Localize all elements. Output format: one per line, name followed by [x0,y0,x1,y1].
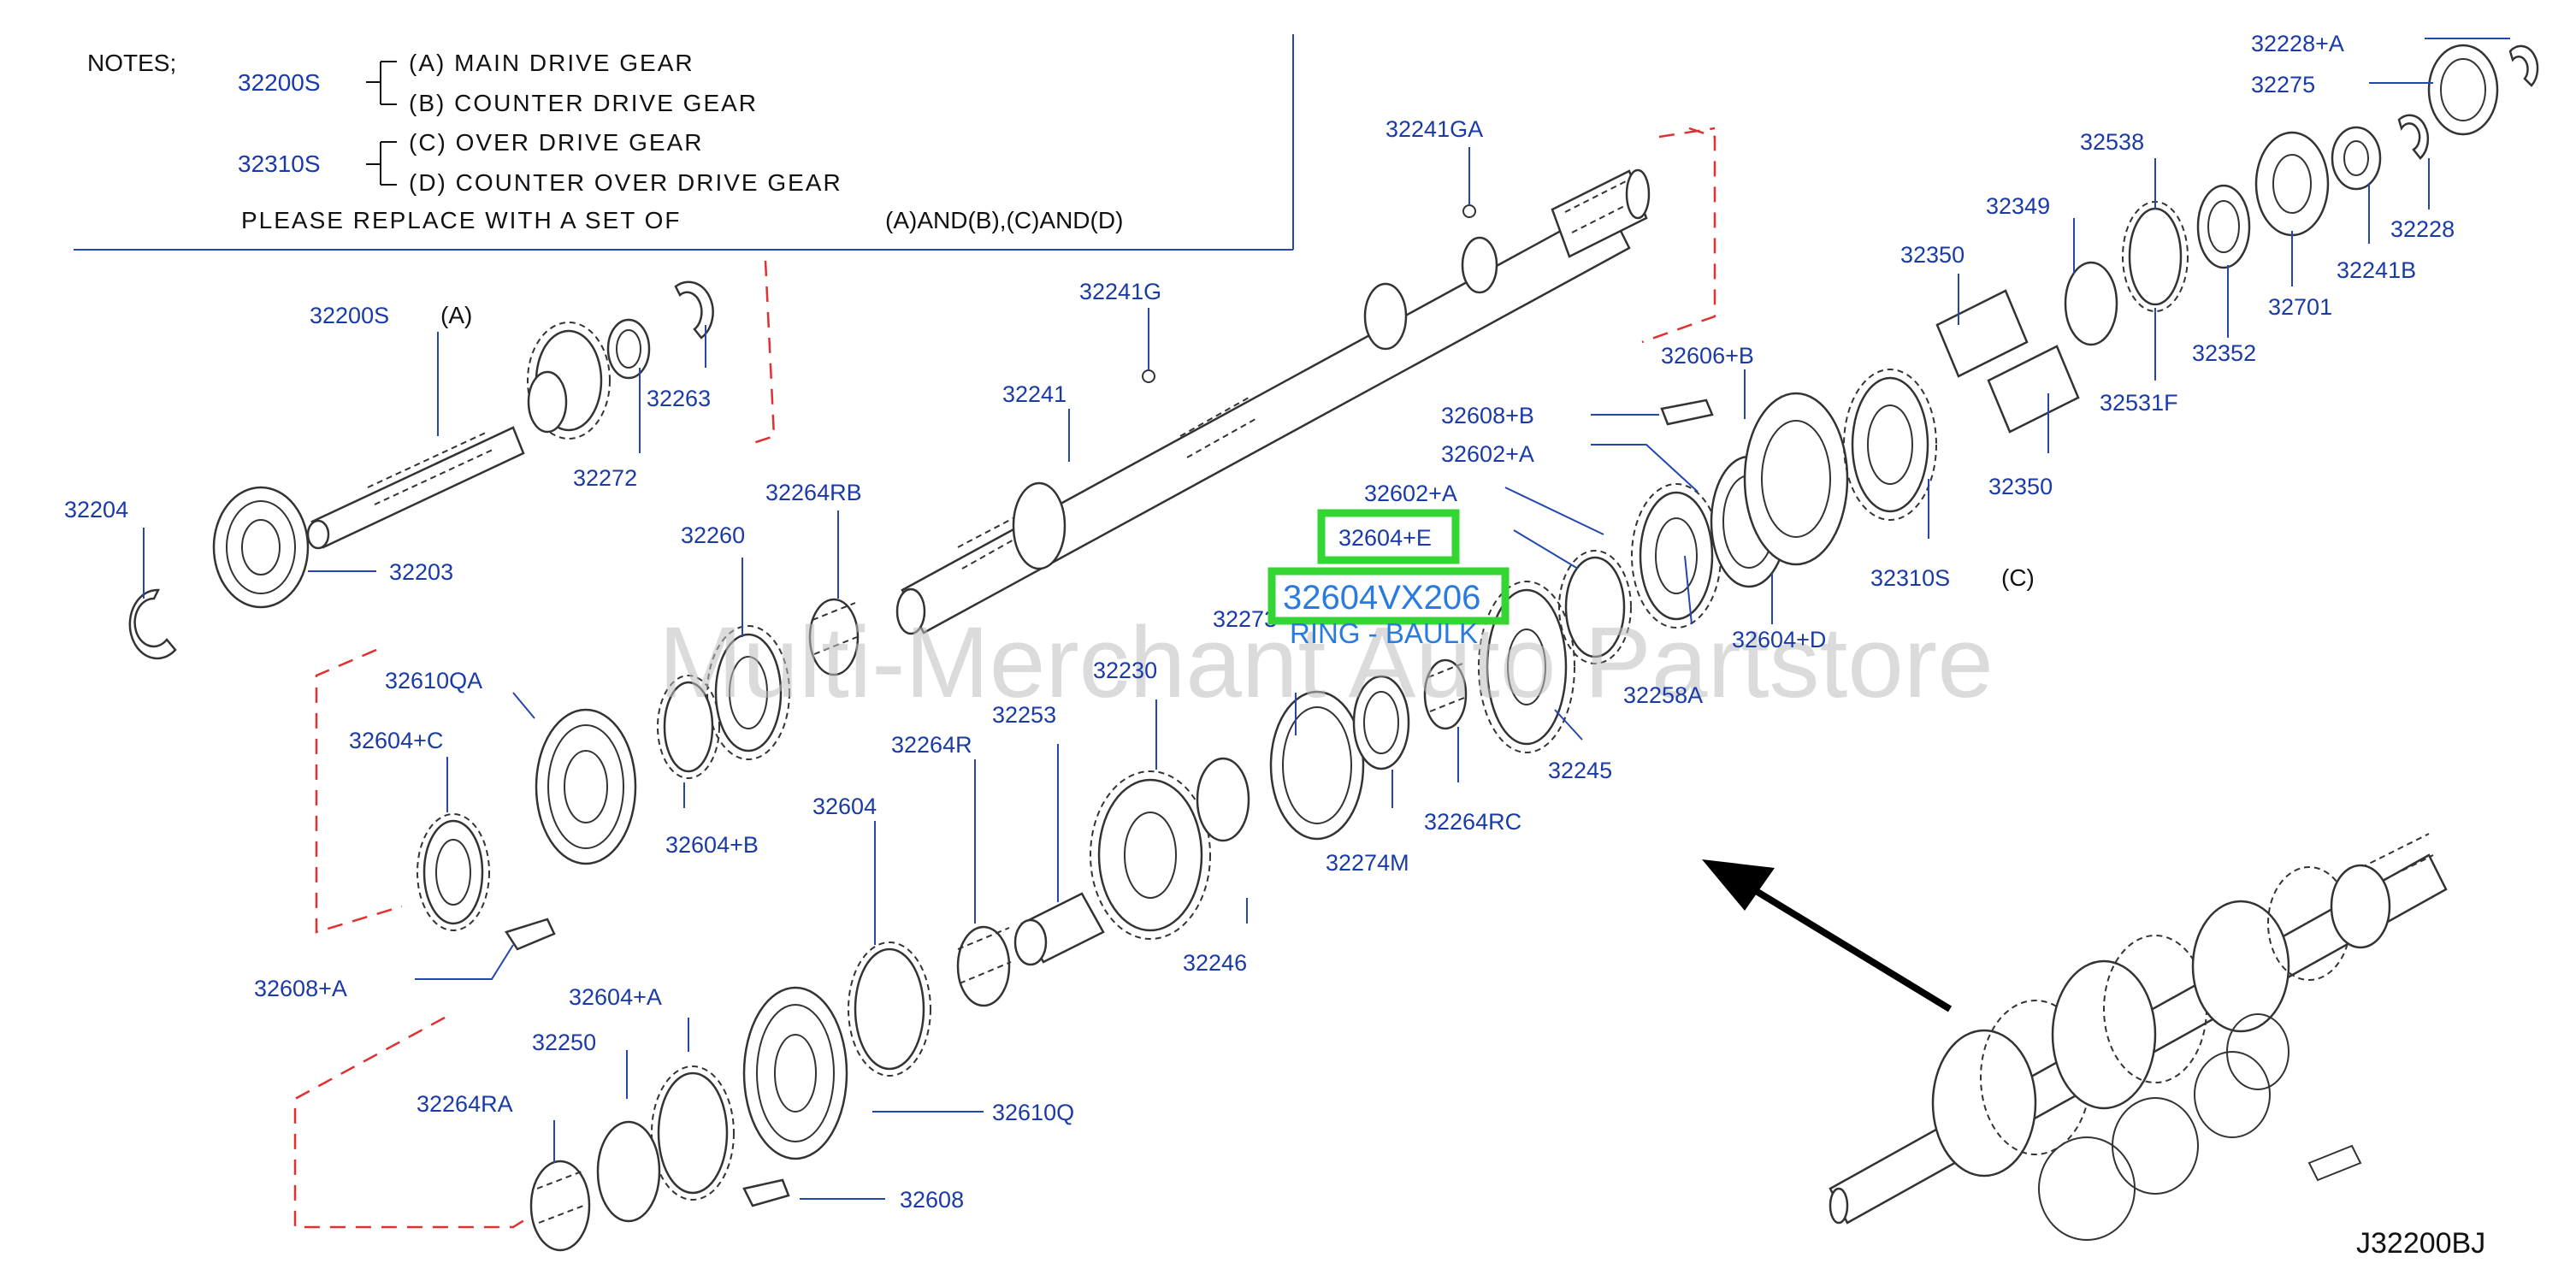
label-32602A-2[interactable]: 32602+A [1441,441,1534,467]
label-32610QA[interactable]: 32610QA [385,668,482,694]
group-outlines [293,127,1716,1229]
label-32273[interactable]: 32273 [1213,606,1277,632]
label-32606B[interactable]: 32606+B [1661,343,1754,369]
label-32228A[interactable]: 32228+A [2251,31,2344,56]
notes-set2-part: 32310S [238,151,321,177]
label-32263[interactable]: 32263 [647,386,711,411]
label-32352[interactable]: 32352 [2192,340,2256,366]
label-32253[interactable]: 32253 [992,702,1056,728]
middle-gear-train [529,581,1575,1252]
assembled-view [1702,833,2448,1241]
label-32604C[interactable]: 32604+C [349,728,443,753]
third-fourth-synchro-group [417,598,860,951]
diagram-code: J32200BJ [2356,1227,2485,1260]
notes-set2-d: (D) COUNTER OVER DRIVE GEAR [409,169,842,196]
label-32349[interactable]: 32349 [1986,193,2050,219]
notes-set2-c: (C) OVER DRIVE GEAR [409,129,703,156]
label-32246[interactable]: 32246 [1183,950,1247,976]
label-32228[interactable]: 32228 [2390,216,2455,242]
watermark: Multi-Merchant Auto Partstore [659,606,1994,719]
label-32610Q[interactable]: 32610Q [992,1100,1074,1125]
label-32608A[interactable]: 32608+A [254,976,347,1001]
label-mark-a: (A) [440,302,472,328]
label-32264RB[interactable]: 32264RB [765,480,862,505]
label-32604B[interactable]: 32604+B [665,832,759,858]
label-32204[interactable]: 32204 [64,497,128,522]
notes-set1-b: (B) COUNTER DRIVE GEAR [409,90,758,116]
label-32531F[interactable]: 32531F [2100,390,2178,416]
notes-replace: PLEASE REPLACE WITH A SET OF [241,207,682,233]
label-32350-top[interactable]: 32350 [1900,242,1964,268]
label-32604D[interactable]: 32604+D [1732,627,1826,652]
label-32245[interactable]: 32245 [1548,758,1612,783]
label-32608B[interactable]: 32608+B [1441,403,1534,428]
label-32604E[interactable]: 32604+E [1338,525,1432,551]
highlight-part-number[interactable]: 32604VX206 [1283,579,1480,617]
label-32272[interactable]: 32272 [573,465,637,491]
highlight-box-part [1267,567,1510,625]
label-32538[interactable]: 32538 [2080,129,2144,155]
label-mark-c: (C) [2001,564,2035,591]
label-32608[interactable]: 32608 [900,1187,964,1213]
notes-set1-a: (A) MAIN DRIVE GEAR [409,50,694,76]
part-labels: 32200S (A) 32263 32272 32204 32203 32260… [64,31,2455,1213]
label-32264R[interactable]: 32264R [891,732,972,758]
label-32241GA[interactable]: 32241GA [1385,116,1483,142]
notes-panel: NOTES; 32200S (A) MAIN DRIVE GEAR (B) CO… [74,34,1294,251]
label-32350-bottom[interactable]: 32350 [1988,474,2053,499]
label-32602A-1[interactable]: 32602+A [1364,481,1457,506]
label-32241G[interactable]: 32241G [1079,279,1161,304]
label-32274M[interactable]: 32274M [1326,850,1409,876]
overdrive-group [1558,44,2539,664]
label-32604A[interactable]: 32604+A [569,984,662,1010]
main-drive-gear-assembly [128,280,714,660]
label-32241[interactable]: 32241 [1002,381,1066,407]
label-32250[interactable]: 32250 [532,1030,596,1055]
label-32264RA[interactable]: 32264RA [417,1091,513,1117]
label-32310S[interactable]: 32310S [1870,565,1950,591]
highlight-group: 32604+E 32604VX206 RING - BAULK [1267,509,1510,649]
label-32604[interactable]: 32604 [812,794,877,819]
label-32241B[interactable]: 32241B [2337,257,2416,283]
label-32264RC[interactable]: 32264RC [1424,809,1521,835]
highlight-box-32604E [1317,509,1460,564]
main-shaft [895,168,1651,635]
highlight-description: RING - BAULK [1290,617,1478,649]
label-32230[interactable]: 32230 [1093,658,1157,683]
label-32258A[interactable]: 32258A [1623,682,1703,708]
notes-heading: NOTES; [87,50,176,76]
label-32701[interactable]: 32701 [2268,294,2332,320]
leader-lines [143,38,2510,1200]
label-32260[interactable]: 32260 [681,522,745,548]
label-32203[interactable]: 32203 [389,559,453,585]
label-32275[interactable]: 32275 [2251,72,2315,97]
notes-replace-sets: (A)AND(B),(C)AND(D) [885,207,1123,233]
notes-set1-part: 32200S [238,69,321,96]
label-32200S[interactable]: 32200S [310,303,389,328]
